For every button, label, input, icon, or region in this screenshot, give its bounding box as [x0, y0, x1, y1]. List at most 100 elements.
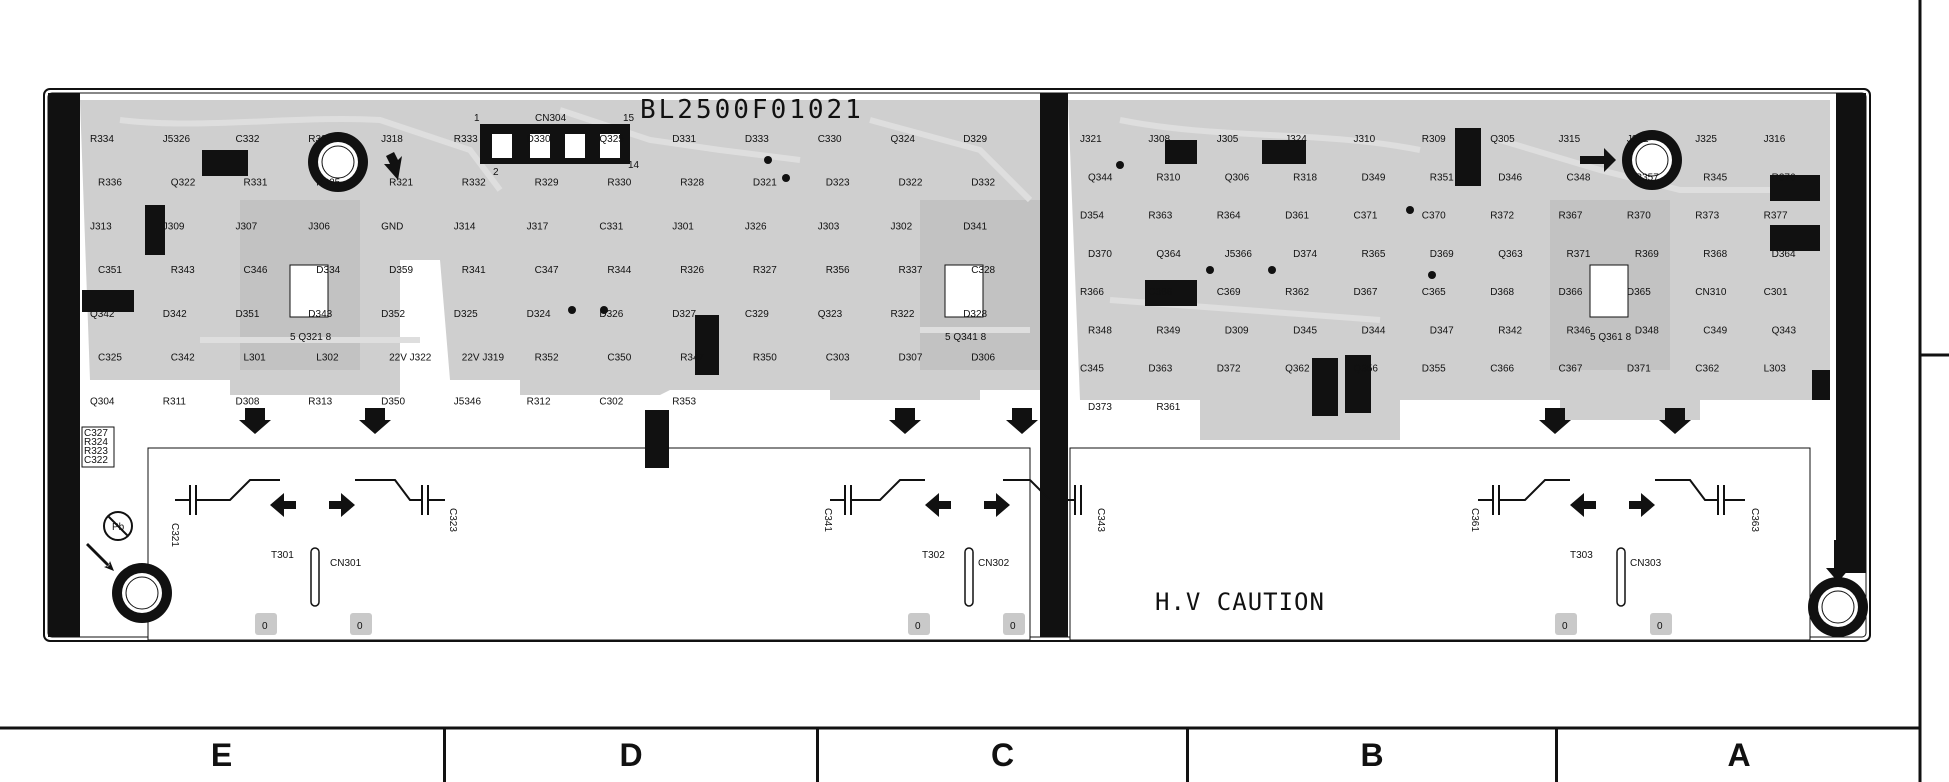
component-label: R311: [163, 396, 187, 407]
component-label: J312: [1627, 134, 1649, 145]
component-label: J303: [818, 221, 840, 232]
component-label: GND: [381, 221, 403, 232]
legend-line: R324: [84, 437, 108, 448]
component-label: R346: [1567, 325, 1591, 336]
component-label: J308: [1148, 134, 1170, 145]
component-label: R361: [1156, 402, 1180, 413]
component-label: D350: [381, 396, 405, 407]
component-label: D309: [1225, 325, 1249, 336]
component-label: C328: [971, 265, 995, 276]
component-label: R356: [826, 265, 850, 276]
component-label: R309: [1422, 134, 1446, 145]
component-label: C325: [98, 353, 122, 364]
component-label: D327: [672, 309, 696, 320]
component-label: C346: [244, 265, 268, 276]
component-label: J310: [1354, 134, 1376, 145]
component-label: R369: [1635, 249, 1659, 260]
component-label: R329: [535, 178, 559, 189]
legend-box: C327 R324 R323 C322: [81, 426, 115, 468]
bar-left: [48, 93, 80, 637]
component-label: Q323: [818, 309, 843, 320]
zone-a: A: [1727, 736, 1751, 773]
component-label: C365: [1422, 287, 1446, 298]
component-label: D328: [963, 309, 987, 320]
legend-line: C322: [84, 455, 108, 466]
label-c323: C323: [447, 508, 458, 532]
component-label: J5366: [1225, 249, 1253, 260]
zone-e: E: [0, 728, 446, 782]
component-label: D307: [899, 353, 923, 364]
component-label: C349: [1703, 325, 1727, 336]
component-label: J309: [163, 221, 185, 232]
label-cn302: CN302: [978, 558, 1010, 569]
cn304-pin2: 2: [493, 167, 499, 178]
component-label: Q344: [1088, 172, 1113, 183]
component-label: D325: [454, 309, 478, 320]
component-label: R310: [1156, 172, 1180, 183]
component-label: J306: [308, 221, 330, 232]
component-label: D333: [745, 134, 769, 145]
component-label: R318: [1293, 172, 1317, 183]
q361-label: 5 Q361 8: [1590, 332, 1632, 343]
component-label: D326: [599, 309, 623, 320]
component-label: J5346: [454, 396, 482, 407]
component-label: J307: [236, 221, 258, 232]
connector-cn304: 1 CN304 15 2 14: [474, 113, 640, 178]
component-label: R372: [1490, 211, 1514, 222]
component-label: R334: [90, 134, 114, 145]
component-label: D344: [1362, 325, 1386, 336]
pad-mark: 0: [1657, 621, 1663, 632]
component-label: R335: [308, 134, 332, 145]
legend-line: R323: [84, 446, 108, 457]
label-t301: T301: [271, 550, 294, 561]
label-t302: T302: [922, 550, 945, 561]
component-label: C367: [1559, 364, 1583, 375]
component-label: D323: [826, 178, 850, 189]
component-label: J302: [891, 221, 913, 232]
component-label: D330: [527, 134, 551, 145]
component-label: R327: [753, 265, 777, 276]
component-label: R364: [1217, 211, 1241, 222]
pad-mark: 0: [1010, 621, 1016, 632]
component-label: R352: [535, 353, 559, 364]
component-label: D329: [963, 134, 987, 145]
component-label: R312: [527, 396, 551, 407]
component-label: R366: [1080, 287, 1104, 298]
component-label: D308: [236, 396, 260, 407]
component-label: R333: [454, 134, 478, 145]
component-label: J325: [1695, 134, 1717, 145]
board-code: BL2500F01021: [640, 95, 864, 125]
cn304-label: CN304: [535, 113, 567, 124]
component-label: D352: [381, 309, 405, 320]
component-label: J305: [1217, 134, 1239, 145]
component-label: R343: [171, 265, 195, 276]
component-label: D334: [316, 265, 340, 276]
component-label: D346: [1498, 172, 1522, 183]
capacitor-set: [175, 479, 1745, 515]
component-label: Q322: [171, 178, 196, 189]
lower-area-left: [147, 447, 1031, 641]
component-label: R376: [1772, 172, 1796, 183]
component-label: J313: [90, 221, 112, 232]
label-t303: T303: [1570, 550, 1593, 561]
component-label: C350: [607, 353, 631, 364]
component-label: C370: [1422, 211, 1446, 222]
component-label: Q363: [1498, 249, 1523, 260]
component-label: Q364: [1156, 249, 1181, 260]
component-label: D351: [236, 309, 260, 320]
component-label: D361: [1285, 211, 1309, 222]
component-label: D369: [1430, 249, 1454, 260]
arrow-icon: [86, 148, 1850, 582]
component-label: D341: [963, 221, 987, 232]
component-label: R350: [753, 353, 777, 364]
component-label: J321: [1080, 134, 1102, 145]
lead-free-symbol-icon: Pb: [103, 511, 133, 541]
component-label: R365: [1362, 249, 1386, 260]
component-label: R373: [1695, 211, 1719, 222]
component-label: D371: [1627, 364, 1651, 375]
component-label: D347: [1430, 325, 1454, 336]
component-label: 22V J319: [462, 353, 505, 364]
component-label: R367: [1559, 211, 1583, 222]
zone-b: B: [1189, 728, 1558, 782]
